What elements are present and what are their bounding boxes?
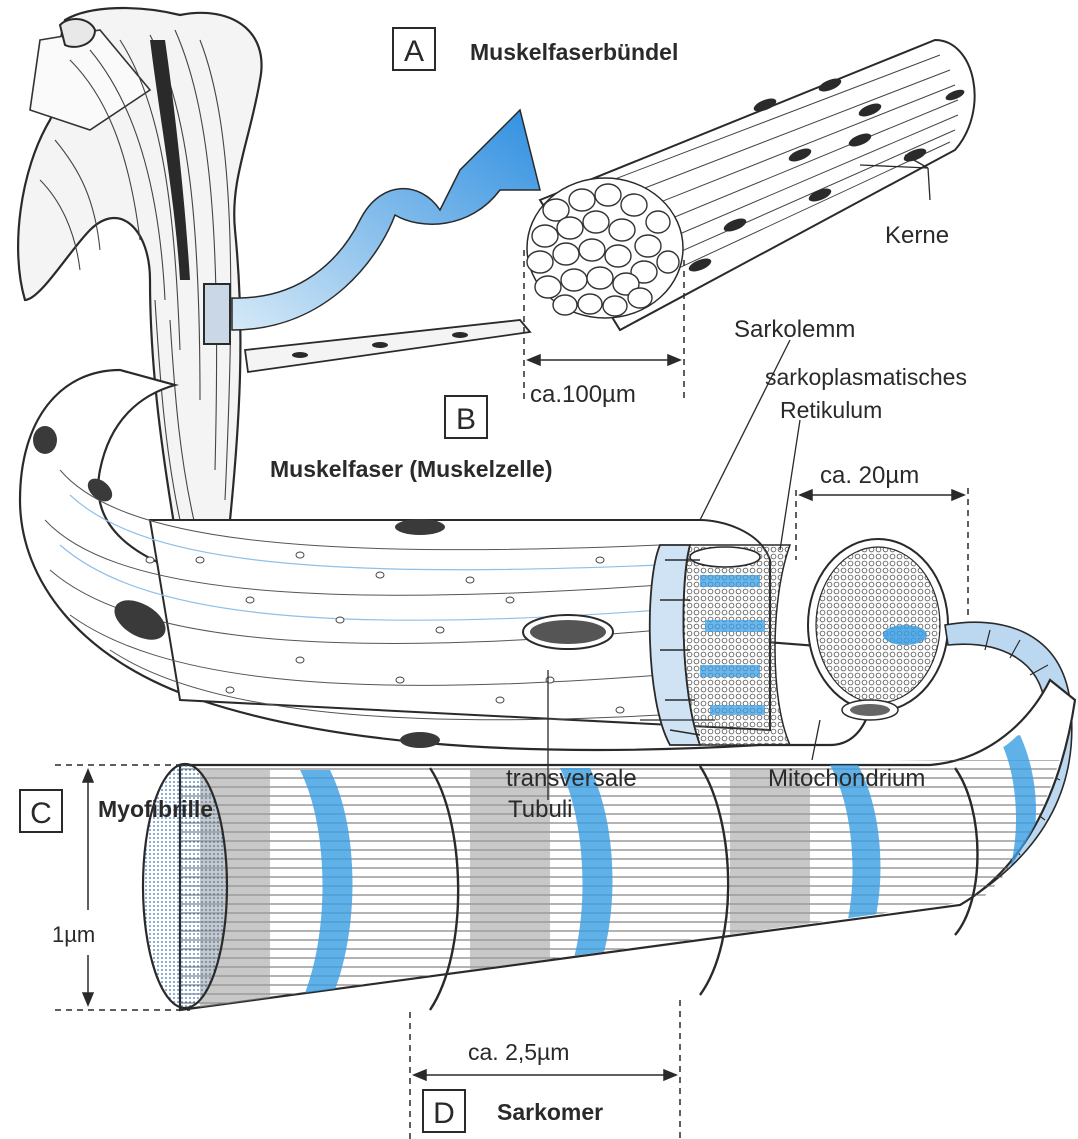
section-title-b: Muskelfaser (Muskelzelle) [270,456,553,482]
label-bundle-width: ca.100µm [530,381,636,408]
label-fiber-diameter: ca. 20µm [820,462,919,489]
section-letter-d: D [433,1097,455,1130]
section-label-a: A Muskelfaserbündel [393,28,678,70]
label-tubuli-line1: transversale [506,765,637,792]
section-label-b: B Muskelfaser (Muskelzelle) [270,396,553,482]
section-letter-c: C [30,797,52,830]
zoom-arrow [232,110,540,330]
section-letter-b: B [456,403,476,436]
label-kerne: Kerne [885,222,949,249]
section-title-a: Muskelfaserbündel [470,39,678,65]
section-label-d: D Sarkomer [423,1090,603,1132]
label-mitochondrium: Mitochondrium [768,765,925,792]
section-title-d: Sarkomer [497,1099,603,1125]
section-letter-a: A [404,35,424,68]
fascicle-illustration [245,40,975,372]
label-sarcomere-length: ca. 2,5µm [468,1039,569,1065]
label-sarkolemm: Sarkolemm [734,316,855,343]
section-title-c: Myofibrille [98,796,213,822]
label-sr-line2: Retikulum [780,397,882,423]
label-sr-line1: sarkoplasmatisches [765,364,967,390]
label-myofibril-diameter: 1µm [52,922,95,947]
label-tubuli-line2: Tubuli [508,796,572,823]
sample-region-marker [204,284,230,344]
